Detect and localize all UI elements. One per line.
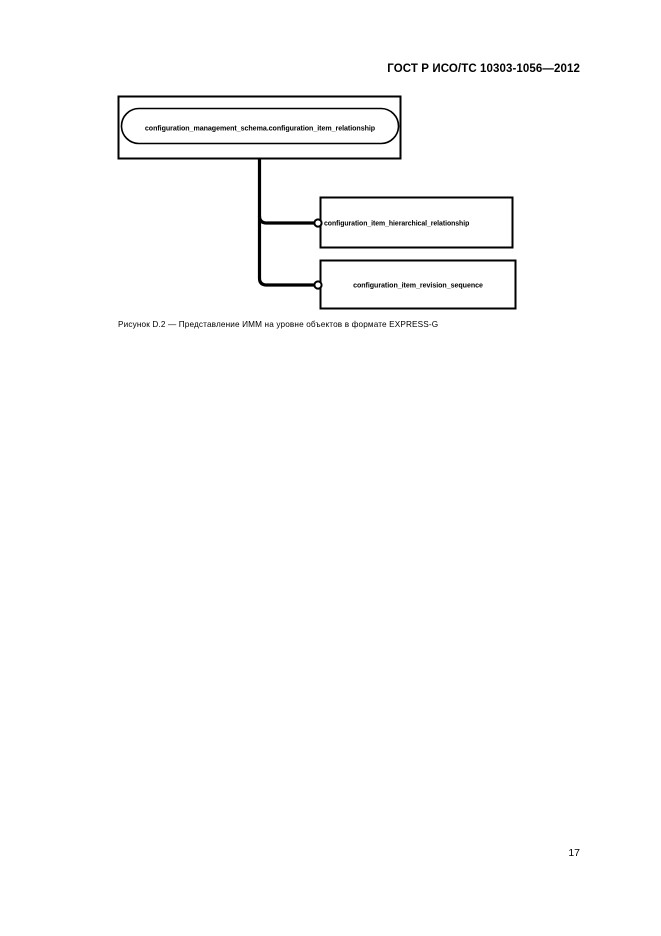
schema-inner-rounded-box bbox=[120, 107, 400, 145]
figure-d2: configuration_management_schema.configur… bbox=[0, 0, 661, 360]
relationship-circle-connector-icon bbox=[313, 218, 323, 228]
document-header: ГОСТ Р ИСО/ТС 10303-1056—2012 bbox=[387, 63, 580, 75]
schema-box-label: configuration_management_schema.configur… bbox=[145, 124, 376, 132]
relationship-circle-connector-icon-2 bbox=[313, 280, 323, 290]
connector-branch-revision bbox=[257, 277, 314, 287]
figure-caption: Рисунок D.2 — Представление ИММ на уровн… bbox=[118, 320, 439, 329]
page-number: 17 bbox=[568, 847, 580, 859]
entity-2-label: configuration_item_revision_sequence bbox=[353, 281, 483, 289]
connector-branch-hierarchical bbox=[257, 215, 314, 225]
express-g-diagram: configuration_management_schema.configur… bbox=[110, 92, 530, 317]
entity-1-label: configuration_item_hierarchical_relation… bbox=[324, 220, 469, 227]
